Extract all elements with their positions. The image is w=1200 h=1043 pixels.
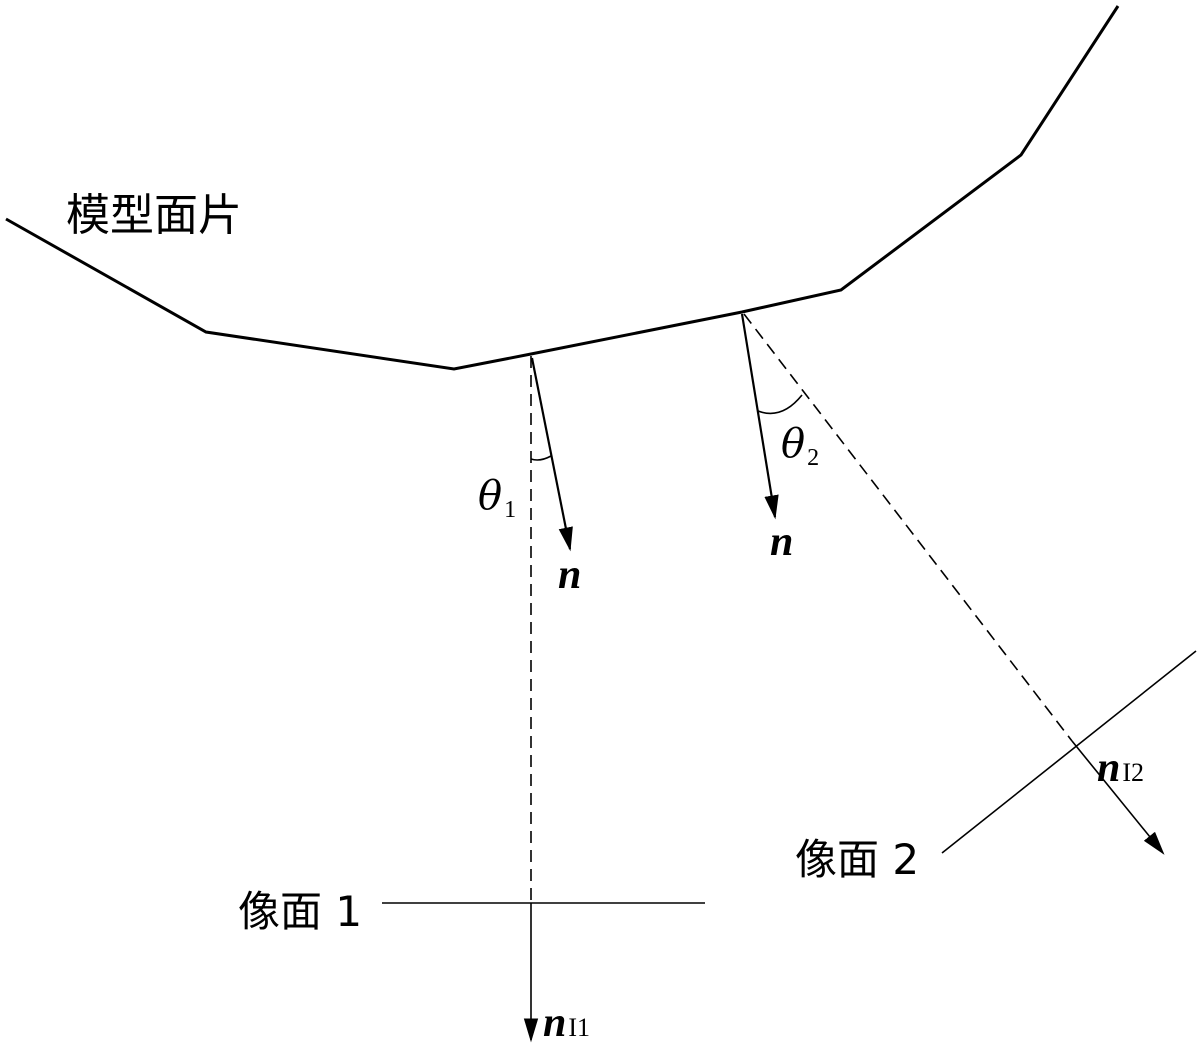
image-plane-1-label: 像面 1 [238,887,362,936]
theta2-label: θ2 [781,421,819,471]
facet-2-normal-arrow [740,313,779,520]
view-direction-2-dashed [743,313,1073,742]
theta1-label: θ1 [478,473,516,523]
model-surface-polyline [5,5,1120,371]
facet-2-normal-label: n [770,519,793,565]
theta2-angle-arc [757,394,803,415]
n-i2-arrow [1071,740,1165,855]
facet-1-normal-arrow [530,357,573,552]
image-plane-2-label: 像面 2 [795,835,919,884]
n-i2-label: nI2 [1097,745,1144,791]
model-patch-label: 模型面片 [66,190,242,241]
n-i1-label: nI1 [543,1000,590,1043]
image-plane-2-line [941,650,1197,854]
theta1-angle-arc [530,455,552,461]
facet-1-normal-label: n [558,552,581,598]
